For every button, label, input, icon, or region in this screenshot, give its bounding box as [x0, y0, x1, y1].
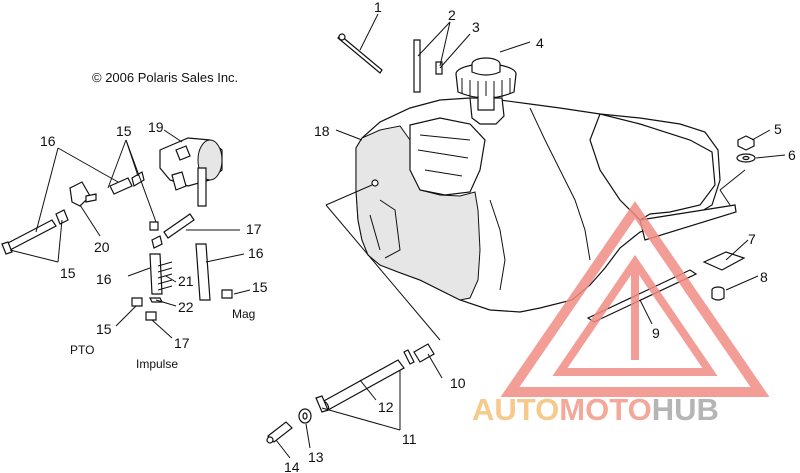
fuel-cap — [455, 57, 517, 111]
callout-7: 7 — [748, 231, 756, 247]
vent-rod — [337, 33, 383, 74]
vent-fitting — [413, 39, 443, 93]
leader-lines — [9, 13, 786, 459]
watermark-hub-text: HUB — [652, 392, 719, 427]
callout-20: 20 — [94, 239, 110, 255]
callout-1: 1 — [374, 0, 382, 15]
watermark-auto-text: AUTO — [472, 392, 559, 427]
callout-2: 2 — [448, 7, 456, 23]
callout-19: 19 — [148, 119, 164, 135]
label-mag: Mag — [232, 307, 255, 321]
callout-17-right: 17 — [246, 221, 262, 237]
callout-15-top: 15 — [116, 123, 132, 139]
callout-21: 21 — [178, 273, 194, 289]
copyright-text: © 2006 Polaris Sales Inc. — [92, 70, 238, 85]
callout-16-lower: 16 — [96, 271, 112, 287]
label-pto: PTO — [70, 343, 94, 357]
callout-11: 11 — [402, 431, 417, 447]
callout-17-impulse: 17 — [174, 335, 190, 351]
callout-9: 9 — [652, 325, 660, 341]
svg-text:AUTOMOTOHUB: AUTOMOTOHUB — [472, 392, 719, 427]
fuel-pump — [159, 137, 223, 207]
callout-14: 14 — [284, 459, 300, 473]
callout-22: 22 — [178, 299, 194, 315]
mount-pad — [702, 251, 746, 271]
nut — [737, 135, 755, 151]
callout-13: 13 — [308, 449, 324, 465]
callout-5: 5 — [774, 121, 782, 137]
watermark-moto-text: MOTO — [559, 392, 651, 427]
callout-15-mag: 15 — [252, 279, 268, 295]
callout-4: 4 — [536, 35, 544, 51]
label-impulse: Impulse — [136, 357, 178, 371]
callout-8: 8 — [760, 269, 768, 285]
callout-6: 6 — [788, 147, 796, 163]
fuel-filter — [69, 181, 97, 207]
callout-16-top: 16 — [40, 133, 56, 149]
callout-numbers: 1 2 3 4 5 6 7 8 9 10 11 12 13 14 15 16 1… — [40, 0, 796, 473]
fuel-line-assembly — [266, 343, 435, 444]
fuel-tank — [355, 97, 737, 313]
callout-15-left: 15 — [60, 265, 76, 281]
callout-18: 18 — [314, 123, 330, 139]
callout-16-right: 16 — [248, 245, 264, 261]
callout-10: 10 — [450, 375, 466, 391]
grommet — [711, 286, 725, 301]
callout-15-pto: 15 — [96, 321, 112, 337]
callout-12: 12 — [378, 399, 394, 415]
automotohub-watermark: AUTOMOTOHUB — [472, 201, 770, 427]
callout-3: 3 — [472, 19, 480, 35]
washer — [736, 153, 756, 163]
